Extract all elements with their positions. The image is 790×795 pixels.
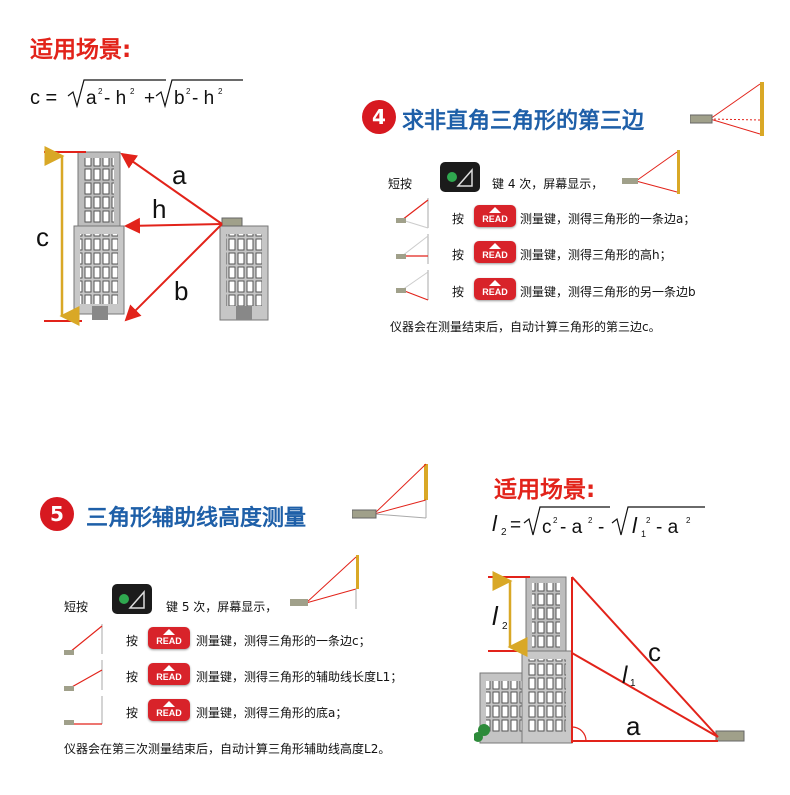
scenario-diagram-top: a h b c xyxy=(36,146,269,326)
laser-meter-icon xyxy=(221,217,243,227)
step-5-press-label: 短按 xyxy=(64,600,89,614)
svg-text:2: 2 xyxy=(130,87,135,96)
row-mini-diagram-icon xyxy=(64,660,103,691)
label-a: a xyxy=(172,160,187,190)
step-4-row-2-text: 测量键，测得三角形的高h； xyxy=(520,248,672,262)
svg-text:2: 2 xyxy=(218,87,223,96)
scenario-heading-bottom: 适用场景: xyxy=(494,477,596,503)
building-tall xyxy=(521,576,573,744)
step-5-number: 5 xyxy=(40,497,74,531)
svg-text:l: l xyxy=(632,513,638,538)
scenario-heading-top: 适用场景: xyxy=(30,37,132,63)
svg-text:l: l xyxy=(492,511,498,536)
label-l2-sub: 2 xyxy=(502,621,508,632)
read-button-icon: READ xyxy=(474,278,516,300)
label-c: c xyxy=(36,222,49,252)
triangle-diagram-icon xyxy=(352,463,428,519)
label-l1-sub: 1 xyxy=(630,678,636,689)
label-b: b xyxy=(174,276,188,306)
svg-text:c: c xyxy=(542,517,552,538)
svg-text:2: 2 xyxy=(501,527,507,538)
svg-text:a: a xyxy=(86,88,97,109)
step-4-number: 4 xyxy=(362,100,396,134)
triangle-diagram-icon xyxy=(690,82,764,136)
step-4-row-2-press: 按 xyxy=(452,248,465,262)
step-5-row-1-text: 测量键，测得三角形的一条边c； xyxy=(196,634,371,648)
step-4-row-3-press: 按 xyxy=(452,285,465,299)
laser-meter-icon xyxy=(715,730,745,742)
building-right xyxy=(219,225,269,321)
read-button-icon: READ xyxy=(148,627,190,649)
step-5-press-suffix: 键 5 次，屏幕显示， xyxy=(166,600,278,614)
step-4-press-suffix: 键 4 次，屏幕显示， xyxy=(492,177,604,191)
label-a-bottom: a xyxy=(626,711,641,741)
row-mini-diagram-icon xyxy=(396,270,429,301)
triangle-mode-key-icon xyxy=(112,584,152,614)
triangle-mode-key-icon xyxy=(440,162,480,192)
svg-text:2: 2 xyxy=(588,516,593,525)
read-button-icon: READ xyxy=(148,663,190,685)
svg-text:2: 2 xyxy=(686,516,691,525)
svg-text:2: 2 xyxy=(553,516,558,525)
triangle-diagram-icon xyxy=(290,555,359,609)
svg-text:1: 1 xyxy=(641,529,646,539)
svg-text:+: + xyxy=(144,88,155,109)
svg-text:- h: - h xyxy=(192,88,214,109)
svg-text:b: b xyxy=(174,88,185,109)
step-4-row-1-press: 按 xyxy=(452,212,465,226)
label-l2: l xyxy=(492,601,499,631)
svg-text:2: 2 xyxy=(646,516,651,525)
step-5-footer: 仪器会在第三次测量结束后，自动计算三角形辅助线高度L2。 xyxy=(64,742,391,756)
step-4-row-3-text: 测量键，测得三角形的另一条边b xyxy=(520,285,696,299)
svg-text:2: 2 xyxy=(98,87,103,96)
step-4-title: 求非直角三角形的第三边 xyxy=(402,109,645,134)
read-button-icon: READ xyxy=(148,699,190,721)
step-4-row-1-text: 测量键，测得三角形的一条边a； xyxy=(520,212,696,226)
svg-text:- a: - a xyxy=(656,517,679,538)
row-mini-diagram-icon xyxy=(396,198,429,229)
step-5-row-2-text: 测量键，测得三角形的辅助线长度L1； xyxy=(196,670,403,684)
building-left xyxy=(73,151,125,320)
svg-text:c =: c = xyxy=(30,87,57,109)
svg-text:=: = xyxy=(510,515,521,536)
svg-text:2: 2 xyxy=(186,87,191,96)
step-5-row-3-text: 测量键，测得三角形的底a； xyxy=(196,706,348,720)
read-button-icon: READ xyxy=(474,241,516,263)
triangle-diagram-icon xyxy=(622,150,680,194)
step-5-row-3-press: 按 xyxy=(126,706,139,720)
step-4-footer: 仪器会在测量结束后，自动计算三角形的第三边c。 xyxy=(390,320,661,334)
label-l1: l xyxy=(622,662,628,689)
svg-text:- a: - a xyxy=(560,517,583,538)
svg-text:- h: - h xyxy=(104,88,126,109)
row-mini-diagram-icon xyxy=(64,696,103,725)
step-4-press-label: 短按 xyxy=(388,177,413,191)
scenario-diagram-bottom: l 2 l 1 c a xyxy=(474,571,745,744)
step-5-row-2-press: 按 xyxy=(126,670,139,684)
step-5-row-1-press: 按 xyxy=(126,634,139,648)
label-h: h xyxy=(152,194,166,224)
read-button-icon: READ xyxy=(474,205,516,227)
step-5-title: 三角形辅助线高度测量 xyxy=(86,506,307,531)
row-mini-diagram-icon xyxy=(396,234,429,264)
svg-text:-: - xyxy=(598,517,604,538)
label-c-bottom: c xyxy=(648,637,661,667)
row-mini-diagram-icon xyxy=(64,624,103,655)
